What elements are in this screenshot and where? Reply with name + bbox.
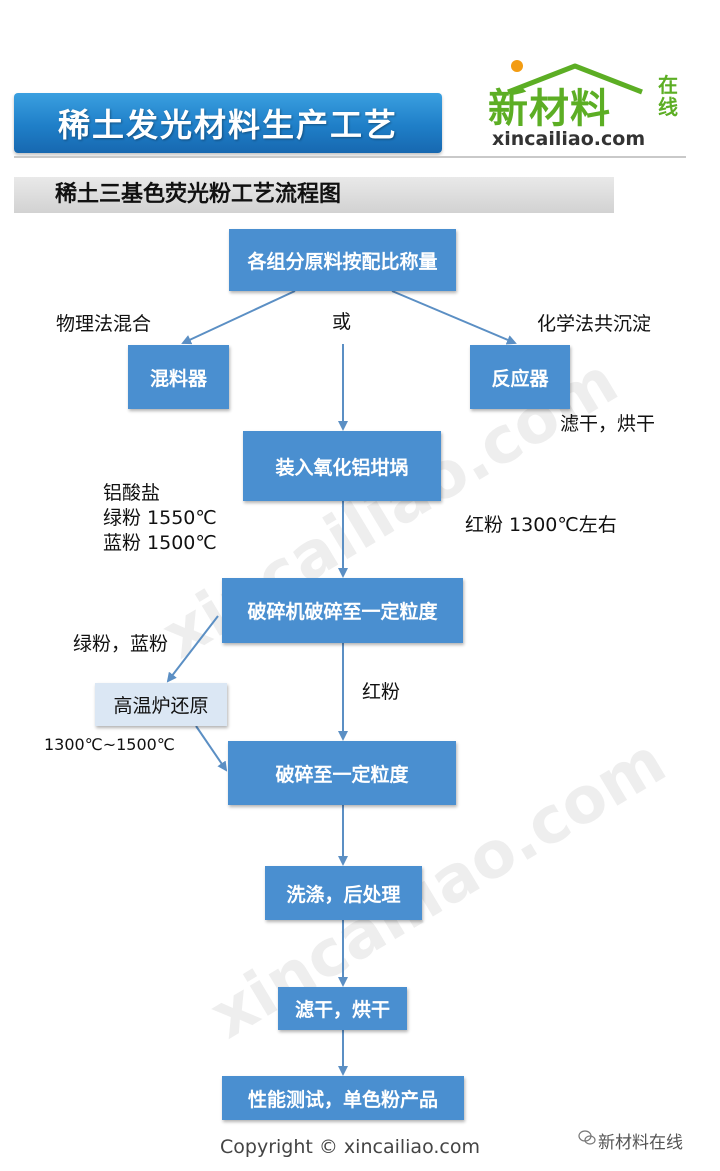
label-red-temp: 红粉 1300℃左右 bbox=[465, 514, 617, 536]
wechat-account: 新材料在线 bbox=[598, 1133, 683, 1153]
node-crucible: 装入氧化铝坩埚 bbox=[243, 431, 441, 501]
logo-side-text: 在线 bbox=[658, 73, 678, 119]
logo-text: 新材料 bbox=[488, 86, 611, 132]
house-roof-icon bbox=[507, 60, 643, 95]
node-test: 性能测试，单色粉产品 bbox=[222, 1076, 464, 1120]
label-aluminate: 铝酸盐 bbox=[103, 482, 161, 504]
copyright: Copyright © xincailiao.com bbox=[220, 1136, 480, 1158]
node-wash: 洗涤，后处理 bbox=[265, 866, 422, 920]
arrow-weigh-to-mixer bbox=[181, 290, 296, 345]
node-weigh: 各组分原料按配比称量 bbox=[229, 229, 456, 291]
page-title: 稀土发光材料生产工艺 bbox=[57, 106, 398, 144]
label-chemical: 化学法共沉淀 bbox=[537, 313, 652, 335]
label-red: 红粉 bbox=[362, 681, 401, 703]
node-crush2: 破碎至一定粒度 bbox=[228, 741, 456, 805]
header-divider bbox=[14, 156, 686, 158]
arrow-weigh-to-reactor bbox=[391, 290, 517, 345]
label-blue-temp: 蓝粉 1500℃ bbox=[103, 532, 217, 554]
label-physical: 物理法混合 bbox=[56, 313, 152, 335]
logo-url: xincailiao.com bbox=[492, 128, 646, 150]
arrow-crusher-to-furnace bbox=[166, 615, 219, 683]
label-green-temp: 绿粉 1550℃ bbox=[103, 507, 217, 529]
node-furnace: 高温炉还原 bbox=[95, 683, 227, 726]
subtitle: 稀土三基色荧光粉工艺流程图 bbox=[55, 182, 342, 207]
wechat-icon bbox=[578, 1130, 596, 1145]
header-bar bbox=[14, 93, 442, 153]
label-filter-dry: 滤干，烘干 bbox=[560, 413, 656, 435]
label-reduce-temp: 1300℃~1500℃ bbox=[44, 735, 175, 754]
subtitle-bar bbox=[14, 177, 614, 213]
node-crusher: 破碎机破碎至一定粒度 bbox=[222, 578, 463, 643]
node-mixer: 混料器 bbox=[128, 345, 229, 409]
label-green-blue: 绿粉，蓝粉 bbox=[73, 633, 169, 655]
node-dry: 滤干，烘干 bbox=[278, 987, 407, 1030]
label-or: 或 bbox=[332, 311, 352, 333]
node-reactor: 反应器 bbox=[470, 345, 570, 409]
arrow-furnace-to-crush2 bbox=[195, 725, 228, 772]
